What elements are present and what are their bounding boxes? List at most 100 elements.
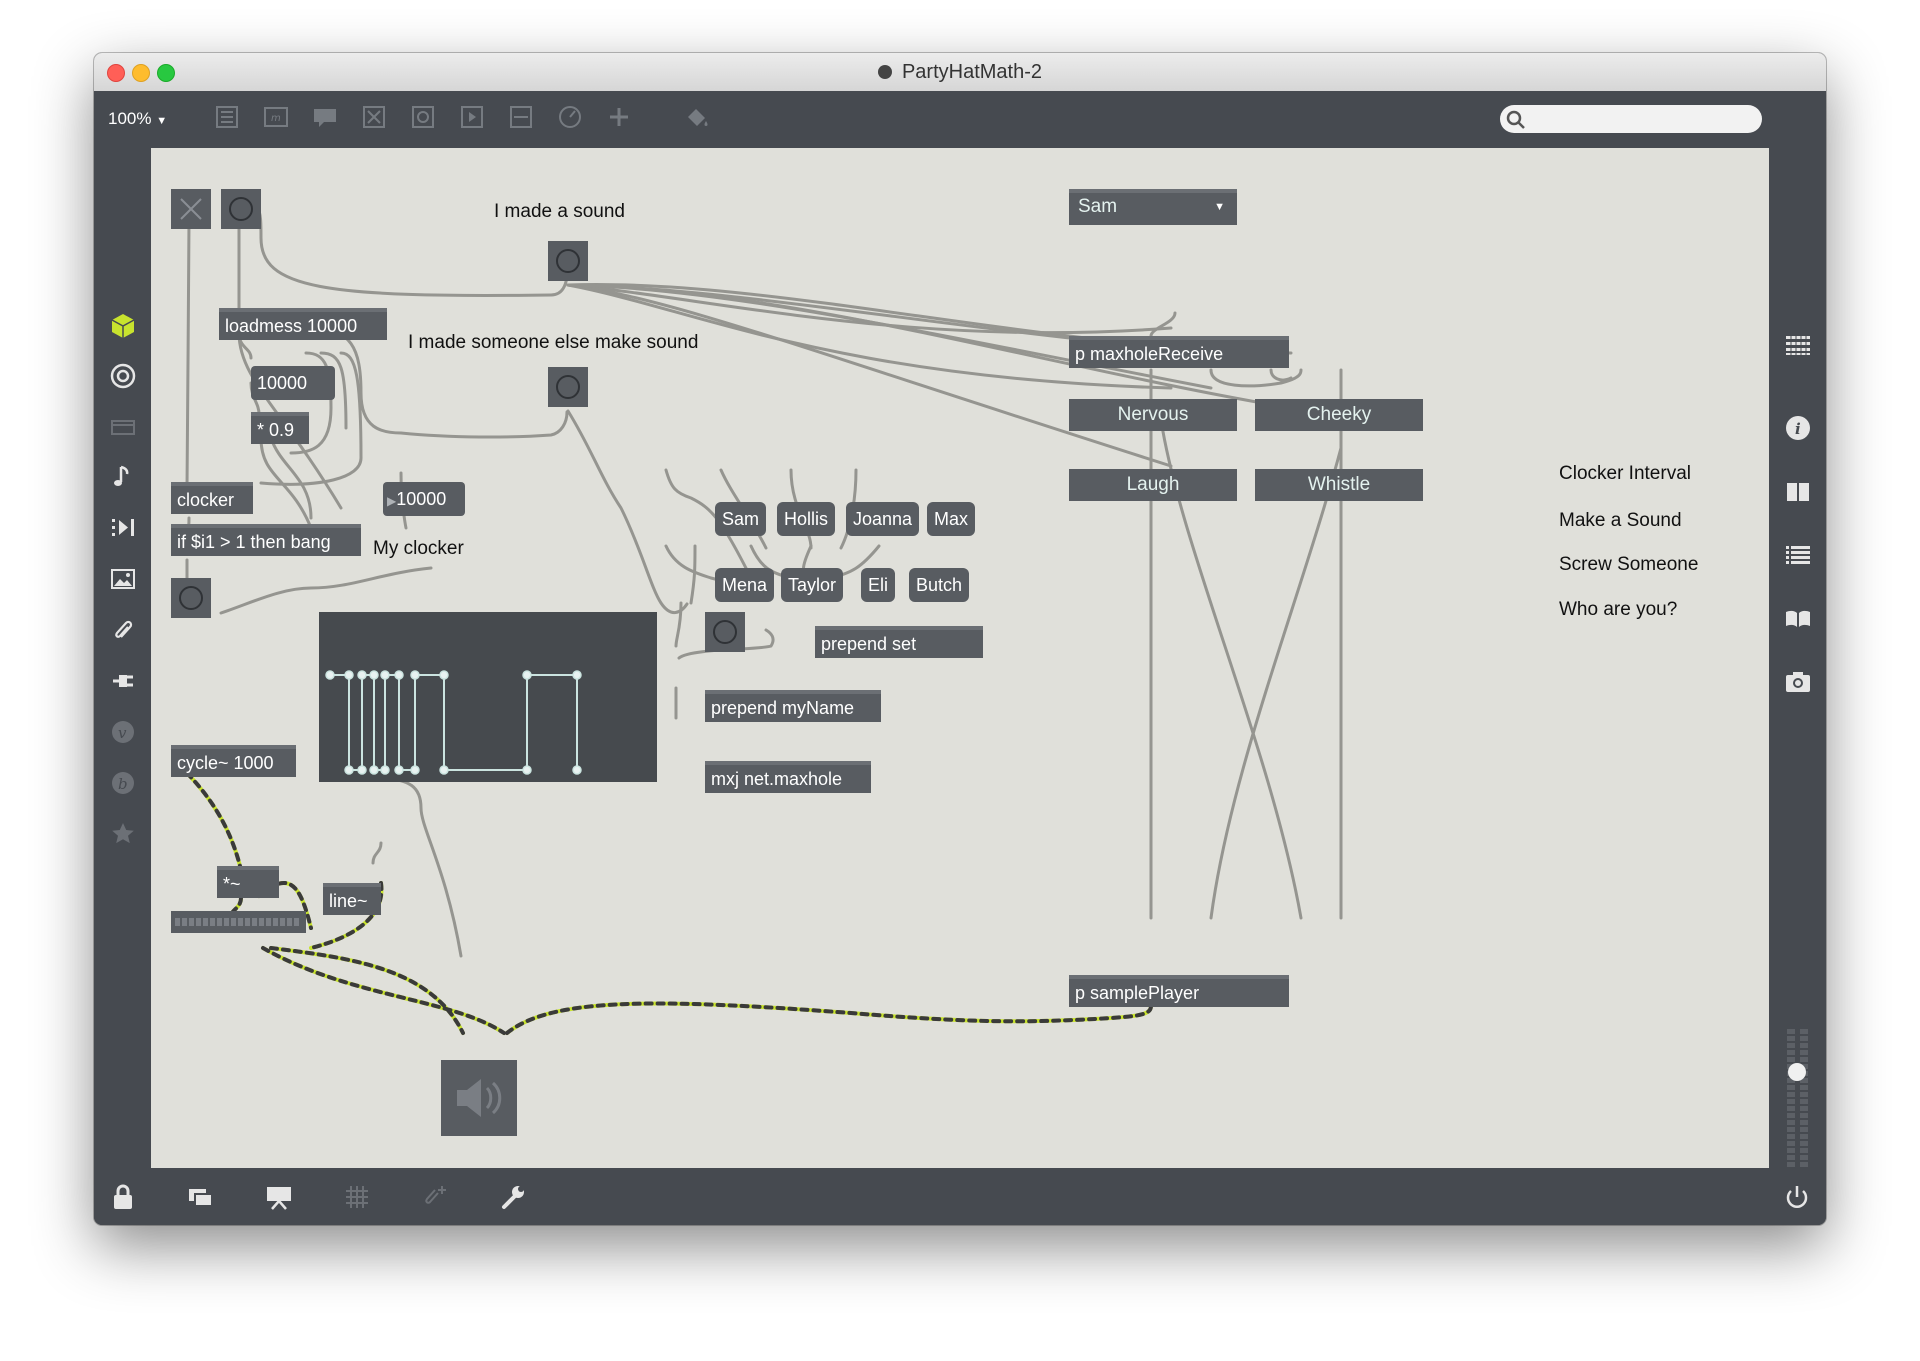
zoom-label: 100% [108,109,152,128]
slider-icon[interactable] [506,103,536,131]
cheeky-button[interactable]: Cheeky [1255,399,1423,431]
zoom-menu[interactable]: 100% ▼ [108,109,167,129]
cycle-object[interactable]: cycle~ 1000 [171,745,296,777]
columns-icon[interactable] [1783,477,1813,507]
book-icon[interactable] [1783,604,1813,634]
name-message-joanna[interactable]: Joanna [846,502,920,536]
clocker-object[interactable]: clocker [171,482,253,514]
video-icon[interactable] [108,412,138,442]
cube-icon[interactable] [108,311,138,341]
star-icon[interactable] [108,819,138,849]
playbar-icon[interactable] [457,103,487,131]
made-sound-bang[interactable] [548,241,588,281]
comment-icon[interactable] [310,103,340,131]
number-box[interactable]: ▶10000 [383,482,465,516]
menu-selected: Sam [1078,196,1118,217]
snap-icon[interactable] [420,1182,450,1212]
svg-text:m: m [271,113,281,124]
presentation-mode-icon[interactable] [264,1182,294,1212]
vizzie-icon[interactable]: v [108,717,138,747]
signal-multiply-object[interactable]: *~ [217,866,279,898]
volume-slider[interactable] [1785,1029,1811,1179]
message-icon[interactable]: m [261,103,291,131]
image-icon[interactable] [108,564,138,594]
nervous-button[interactable]: Nervous [1069,399,1237,431]
info-icon[interactable]: i [1783,413,1813,443]
new-view-icon[interactable] [186,1182,216,1212]
comment-screw-someone: Screw Someone [1559,554,1699,575]
loadmess-object[interactable]: loadmess 10000 [219,308,387,340]
music-note-icon[interactable] [108,462,138,492]
slider-track [1800,1029,1808,1179]
number-box[interactable]: 10000 [251,366,335,400]
button-icon[interactable] [408,103,438,131]
clocker-bang[interactable] [171,578,211,618]
slider-knob[interactable] [1788,1063,1806,1081]
gain-slider[interactable] [171,911,306,933]
grid-icon[interactable] [1783,329,1813,359]
list-icon[interactable] [1783,540,1813,570]
close-window-button[interactable] [107,64,125,82]
window-title-area: PartyHatMath-2 [94,53,1826,91]
beap-icon[interactable]: b [108,768,138,798]
lock-icon[interactable] [108,1182,138,1212]
comment-who-are-you: Who are you? [1559,599,1678,620]
paint-icon[interactable] [682,103,712,131]
comment-clocker-interval: Clocker Interval [1559,463,1691,484]
gain-slider-track [175,918,300,926]
toggle[interactable] [171,189,211,229]
zoom-window-button[interactable] [157,64,175,82]
name-message-mena[interactable]: Mena [715,568,775,602]
patcher-canvas[interactable]: I made a sound loadmess 10000 I made som… [151,148,1769,1168]
line-signal-object[interactable]: line~ [323,883,381,915]
sample-player-object[interactable]: p samplePlayer [1069,975,1289,1007]
multiply-object[interactable]: * 0.9 [251,412,309,444]
speaker-dac[interactable] [441,1060,517,1136]
prepend-set-object[interactable]: prepend set [815,626,983,658]
toggle-icon[interactable] [359,103,389,131]
minimize-window-button[interactable] [132,64,150,82]
search-input[interactable] [1500,105,1762,133]
made-someone-bang[interactable] [548,367,588,407]
document-icon [877,65,892,79]
whistle-button[interactable]: Whistle [1255,469,1423,501]
comment-make-a-sound: Make a Sound [1559,510,1682,531]
sequence-icon[interactable] [108,513,138,543]
target-icon[interactable] [108,361,138,391]
bottom-toolbar [94,1169,1826,1225]
window-title: PartyHatMath-2 [901,61,1043,83]
name-message-hollis[interactable]: Hollis [777,502,836,536]
svg-text:b: b [118,775,128,793]
name-message-taylor[interactable]: Taylor [781,568,844,602]
prepend-myname-object[interactable]: prepend myName [705,690,881,722]
dropdown-arrow-icon: ▼ [1214,201,1225,213]
paperclip-icon[interactable] [108,615,138,645]
wrench-icon[interactable] [498,1182,528,1212]
name-message-max[interactable]: Max [927,502,976,536]
comment-made-someone: I made someone else make sound [408,332,699,353]
comment-made-sound: I made a sound [494,201,625,222]
svg-text:i: i [1795,420,1801,438]
mxj-net-maxhole-object[interactable]: mxj net.maxhole [705,761,871,793]
bang-button[interactable] [221,189,261,229]
name-menu[interactable]: Sam ▼ [1069,189,1237,225]
app-window: PartyHatMath-2 100% ▼ m v b i [94,53,1826,1225]
chevron-down-icon: ▼ [156,115,168,127]
laugh-button[interactable]: Laugh [1069,469,1237,501]
name-message-butch[interactable]: Butch [909,568,970,602]
power-icon[interactable] [1782,1182,1812,1212]
presentation-icon[interactable] [212,103,242,131]
maxhole-receive-object[interactable]: p maxholeReceive [1069,336,1289,368]
dial-icon[interactable] [555,103,585,131]
name-message-eli[interactable]: Eli [861,568,896,602]
if-object[interactable]: if $i1 > 1 then bang [171,524,361,556]
add-icon[interactable] [604,103,634,131]
camera-icon[interactable] [1783,667,1813,697]
plug-icon[interactable] [108,666,138,696]
right-sidebar: i [1769,147,1826,1179]
name-bang[interactable] [705,612,745,652]
function-graph[interactable] [319,612,657,782]
toolbar: 100% ▼ m [94,91,1826,147]
grid-icon[interactable] [342,1182,372,1212]
name-message-sam[interactable]: Sam [715,502,767,536]
